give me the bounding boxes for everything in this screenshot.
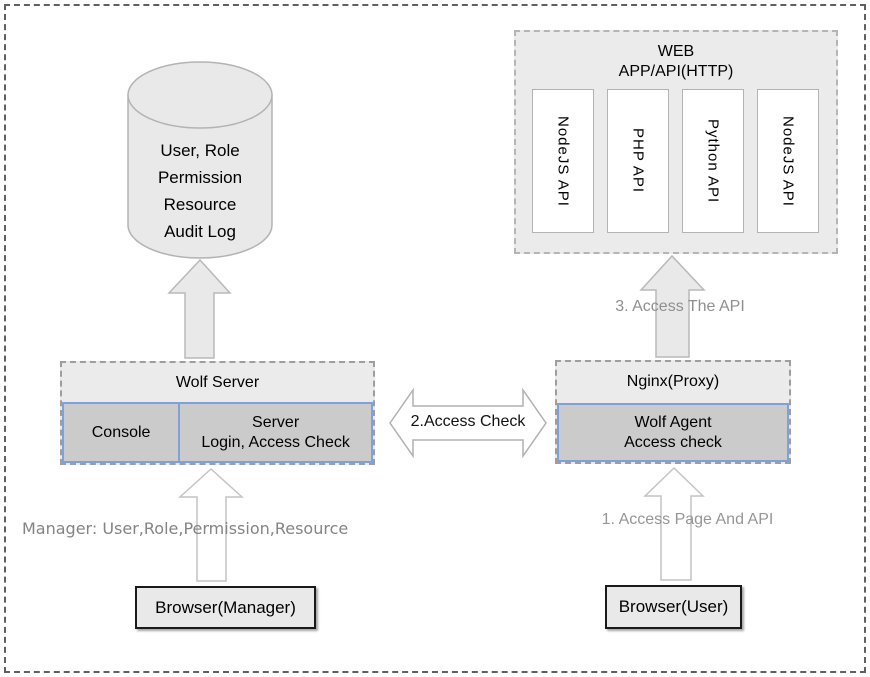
api-box-nodejs-1: NodeJS API [532,89,594,233]
manager-note-text: Manager: User,Role,Permission,Resource [22,519,349,538]
access-page-arrow-label: 1. Access Page And API [601,511,774,528]
web-api-title-line: WEB [657,43,695,60]
wolf-server-group: Wolf Server Console Server Login, Access… [60,361,375,465]
browser-manager-box: Browser(Manager) [135,586,316,629]
database-line: Audit Log [164,222,236,241]
nginx-title: Nginx(Proxy) [626,373,720,390]
api-box-label: NodeJS API [554,115,572,207]
api-box-label: PHP API [629,128,647,194]
api-box-label: NodeJS API [779,115,797,207]
api-box-label: Python API [704,118,722,204]
arrow-wolf-to-database [167,258,232,359]
arrow-nginx-to-webapi [639,254,706,358]
server-cell-line: Server [252,413,300,431]
wolf-server-title: Wolf Server [175,374,260,391]
wolf-agent-cell: Wolf Agent Access check [557,403,789,462]
access-api-arrow-label: 3. Access The API [615,298,745,315]
web-api-title: WEB APP/API(HTTP) [516,42,836,82]
database-line: Permission [157,168,243,187]
wolf-server-cells: Console Server Login, Access Check [62,402,373,463]
arrow-access-check-bidirectional [389,387,547,459]
api-box-php: PHP API [607,89,669,233]
server-cell-line: Login, Access Check [201,433,350,451]
console-cell: Console [62,402,181,463]
web-api-title-line: APP/API(HTTP) [618,63,734,80]
arrow-manager-to-wolf [178,467,244,582]
database-line: Resource [163,195,237,214]
browser-user-box: Browser(User) [605,585,742,629]
api-box-nodejs-2: NodeJS API [757,89,819,233]
api-box-python: Python API [682,89,744,233]
server-cell: Server Login, Access Check [178,402,373,463]
database-line: User, Role [160,141,240,160]
arrow-user-to-nginx [643,466,705,581]
wolf-agent-line: Access check [624,433,722,451]
access-check-arrow-label: 2.Access Check [410,413,526,430]
database-cylinder-shape [127,61,273,259]
database-label-block: User, Role Permission Resource Audit Log [128,137,272,245]
nginx-proxy-group: Nginx(Proxy) Wolf Agent Access check [555,360,791,464]
wolf-agent-line: Wolf Agent [634,413,712,431]
web-api-container: WEB APP/API(HTTP) NodeJS API PHP API Pyt… [514,30,838,254]
